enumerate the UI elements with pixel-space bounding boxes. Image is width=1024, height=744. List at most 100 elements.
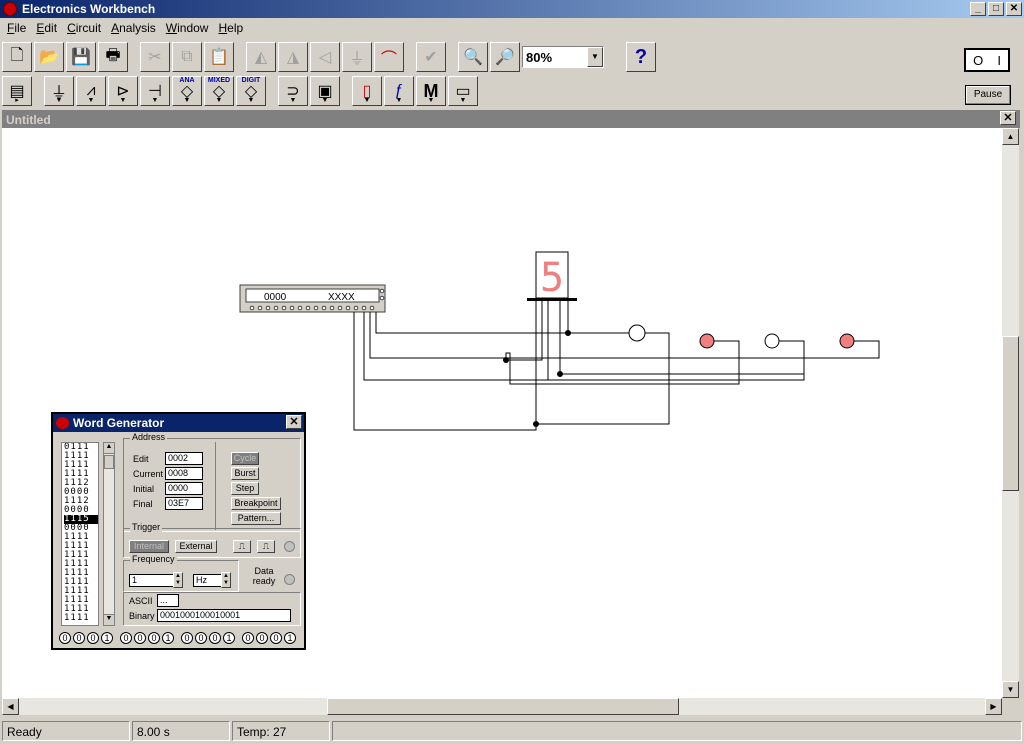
zoom-in-button[interactable]: 🔎 [490, 42, 520, 72]
create-subcircuit-button[interactable]: ⌒ [374, 42, 404, 72]
word-list-item[interactable]: 1111 [64, 460, 90, 470]
binary-field[interactable]: 0001000100010001 [157, 609, 291, 622]
breakpoint-button[interactable]: Breakpoint [231, 497, 281, 510]
word-list-item[interactable]: 1111 [64, 604, 90, 614]
power-switch[interactable]: O I [964, 48, 1010, 72]
probe-1[interactable] [628, 324, 646, 342]
maximize-button[interactable]: □ [988, 2, 1004, 16]
trigger-external-button[interactable]: External [175, 540, 217, 553]
analysis-graphs-button[interactable]: ✔ [416, 42, 446, 72]
pause-button[interactable]: Pause [965, 85, 1011, 105]
word-list-item[interactable]: 1111 [64, 469, 90, 479]
frequency-unit-stepper[interactable]: ▲▼ [221, 572, 231, 588]
close-button[interactable]: ✕ [1006, 2, 1022, 16]
print-button[interactable]: 🖶 [98, 42, 128, 72]
flip-horizontal-button[interactable]: ◮ [278, 42, 308, 72]
word-list-item[interactable]: 1111 [64, 451, 90, 461]
paste-button[interactable]: 📋 [204, 42, 234, 72]
vertical-scrollbar[interactable]: ▲ ▼ [1002, 128, 1019, 698]
vertical-scroll-thumb[interactable] [1002, 336, 1019, 491]
scroll-up-icon[interactable]: ▲ [1002, 128, 1019, 145]
basic-bin-button[interactable]: ⩘▼ [76, 76, 106, 106]
trigger-internal-button[interactable]: Internal [129, 540, 169, 553]
favorites-bin-button[interactable]: ▤▸ [2, 76, 32, 106]
menu-analysis[interactable]: Analysis [111, 21, 156, 35]
open-button[interactable]: 📂 [34, 42, 64, 72]
save-button[interactable]: 💾 [66, 42, 96, 72]
word-list-item[interactable]: 1111 [64, 586, 90, 596]
word-generator-symbol[interactable]: 0000 XXXX [239, 284, 386, 313]
word-list-item[interactable]: 1111 [64, 568, 90, 578]
digital-ics-bin-button[interactable]: DIGIT◇▼ [236, 76, 266, 106]
trigger-rising-edge-button[interactable]: ⎍ [233, 540, 251, 553]
document-close-button[interactable]: ✕ [1000, 111, 1016, 125]
new-button[interactable]: 🗋 [2, 42, 32, 72]
indicators-bin-button[interactable]: ▯▼ [352, 76, 382, 106]
word-generator-close-button[interactable]: ✕ [286, 415, 302, 429]
word-list-item[interactable]: 1111 [64, 532, 90, 542]
frequency-input[interactable]: 1 [129, 574, 177, 587]
controls-bin-button[interactable]: ƒ▼ [384, 76, 414, 106]
ascii-field[interactable]: ... [157, 594, 179, 607]
word-list-item[interactable]: 0000 [64, 505, 90, 515]
cycle-button[interactable]: Cycle [231, 452, 259, 465]
seven-segment-display[interactable]: 5 [527, 251, 577, 301]
address-initial-field[interactable]: 0000 [165, 482, 203, 495]
scroll-left-icon[interactable]: ◀ [2, 698, 19, 715]
horizontal-scroll-thumb[interactable] [327, 698, 679, 715]
pattern-button[interactable]: Pattern... [231, 512, 281, 525]
cut-button[interactable]: ✂ [140, 42, 170, 72]
probe-3[interactable] [764, 333, 780, 349]
word-list-scrollbar[interactable]: ▲ ▼ [103, 442, 115, 626]
scroll-down-icon[interactable]: ▼ [1002, 681, 1019, 698]
circuit-canvas[interactable]: 0000 XXXX 5 [2, 128, 1002, 698]
menu-circuit[interactable]: Circuit [67, 21, 102, 35]
minimize-button[interactable]: _ [970, 2, 986, 16]
word-list-item[interactable]: 1112 [64, 478, 90, 488]
probe-2[interactable] [699, 333, 715, 349]
component-properties-button[interactable]: ⏚ [342, 42, 372, 72]
word-list-item[interactable]: 1111 [64, 541, 90, 551]
menu-help[interactable]: Help [218, 21, 244, 35]
step-button[interactable]: Step [231, 482, 259, 495]
instruments-bin-button[interactable]: ▭▼ [448, 76, 478, 106]
address-final-field[interactable]: 03E7 [165, 497, 203, 510]
menu-file[interactable]: File [7, 21, 27, 35]
scroll-right-icon[interactable]: ▶ [985, 698, 1002, 715]
word-list-item[interactable]: 1111 [64, 577, 90, 587]
address-current-field[interactable]: 0008 [165, 467, 203, 480]
trigger-falling-edge-button[interactable]: ⎍ [257, 540, 275, 553]
rotate-button[interactable]: ◭ [246, 42, 276, 72]
logic-gates-bin-button[interactable]: ⊃▼ [278, 76, 308, 106]
menu-edit[interactable]: Edit [36, 21, 58, 35]
frequency-stepper[interactable]: ▲▼ [173, 572, 183, 588]
digital-bin-button[interactable]: ▣▼ [310, 76, 340, 106]
word-list-item[interactable]: 1111 [64, 559, 90, 569]
address-edit-field[interactable]: 0002 [165, 452, 203, 465]
word-list-item[interactable]: 0111 [64, 442, 90, 452]
word-list-item[interactable]: 1111 [64, 613, 90, 623]
flip-vertical-button[interactable]: ◁ [310, 42, 340, 72]
word-list-item[interactable]: 1111 [64, 595, 90, 605]
word-list-item[interactable]: 1111 [64, 550, 90, 560]
word-list-item[interactable]: 1112 [64, 496, 90, 506]
probe-4[interactable] [839, 333, 855, 349]
burst-button[interactable]: Burst [231, 467, 259, 480]
sources-bin-button[interactable]: ⏚▼ [44, 76, 74, 106]
analog-ics-bin-button[interactable]: ANA◇▼ [172, 76, 202, 106]
horizontal-scrollbar[interactable]: ◀ ▶ [2, 698, 1002, 715]
chevron-down-icon[interactable]: ▼ [587, 47, 603, 67]
diodes-bin-button[interactable]: ⊳▼ [108, 76, 138, 106]
word-list-item[interactable]: 1115 [64, 515, 98, 524]
transistors-bin-button[interactable]: ⊣▼ [140, 76, 170, 106]
zoom-select[interactable]: 80%▼ [522, 46, 604, 68]
menu-window[interactable]: Window [165, 21, 209, 35]
mixed-ics-bin-button[interactable]: MIXED◇▼ [204, 76, 234, 106]
copy-button[interactable]: ⧉ [172, 42, 202, 72]
word-list-item[interactable]: 0000 [64, 487, 90, 497]
zoom-out-button[interactable]: 🔍 [458, 42, 488, 72]
word-list-item[interactable]: 0000 [64, 523, 90, 533]
miscellaneous-bin-button[interactable]: M▼ [416, 76, 446, 106]
help-button[interactable]: ? [626, 42, 656, 72]
